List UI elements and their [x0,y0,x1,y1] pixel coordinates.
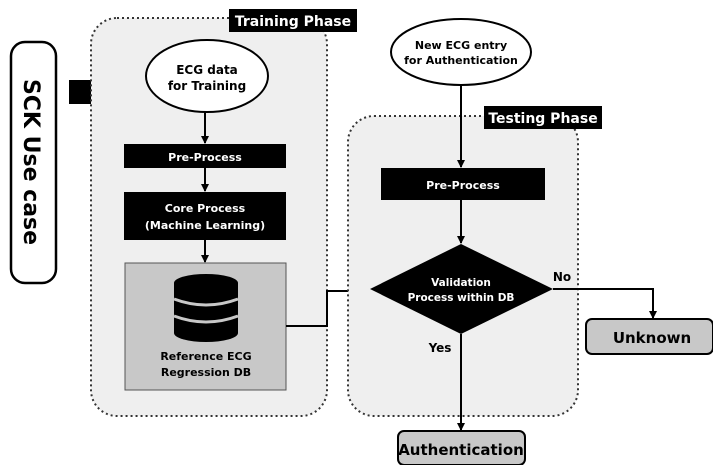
core-process-line2: (Machine Learning) [145,219,265,232]
new-ecg-entry-input [390,18,532,86]
testing-phase-title: Testing Phase [488,111,597,127]
sck-use-case-label: SCK Use case [18,79,43,245]
ecg-training-input [145,39,269,113]
authentication-outcome-label: Authentication [398,441,524,459]
training-preprocess-box [124,144,286,168]
validation-line2: Process within DB [408,292,515,304]
sck-use-case-box [9,40,58,285]
ecg-training-input-line2: for Training [168,79,246,93]
unknown-outcome [585,318,713,355]
testing-preprocess-label: Pre-Process [426,179,500,192]
reference-db-line1: Reference ECG [160,350,251,363]
new-ecg-entry-line2: for Authentication [404,54,518,67]
training-phase-title: Training Phase [235,14,351,30]
validation-decision [370,244,553,334]
testing-phase-title-bg [484,106,602,129]
core-process-box [124,192,286,240]
ecg-training-input-line1: ECG data [176,63,238,77]
new-ecg-entry-line1: New ECG entry [415,39,507,52]
training-phase-title-bg [229,9,357,32]
database-icon [173,274,239,342]
authentication-outcome [397,430,526,465]
yes-branch-label: Yes [428,341,452,355]
reference-db-line2: Regression DB [161,366,251,379]
no-branch-label: No [553,270,571,284]
training-preprocess-label: Pre-Process [168,151,242,164]
testing-preprocess-box [381,168,545,200]
core-process-line1: Core Process [165,202,246,215]
validation-line1: Validation [431,277,491,289]
unknown-outcome-label: Unknown [613,329,691,347]
arrow-validation-to-unknown [553,288,657,319]
